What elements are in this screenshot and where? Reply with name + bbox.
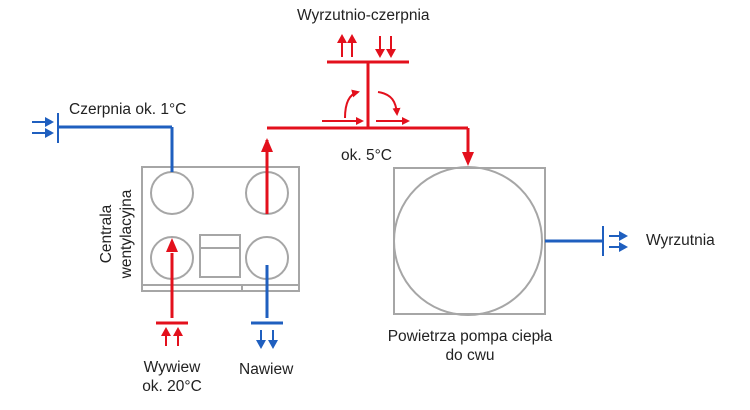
warm-duct	[261, 126, 474, 214]
label-centrala-line1: Centrala	[97, 204, 115, 264]
unit-exchanger	[199, 234, 241, 278]
roof-intake-arrows-icon	[375, 36, 396, 58]
supply-arrows-icon	[256, 330, 278, 349]
label-pompa-line1: Powietrza pompa ciepła	[387, 328, 553, 345]
label-wywiew-line2: ok. 20°C	[142, 378, 202, 396]
supply-duct	[251, 265, 283, 349]
unit-base	[141, 284, 300, 292]
label-ok5: ok. 5°C	[341, 147, 392, 164]
label-centrala-line2: wentylacyjna	[118, 189, 135, 279]
roof-exhaust-arrows-icon	[337, 34, 357, 57]
exhaust-duct	[545, 226, 628, 256]
label-czerpnia: Czerpnia ok. 1°C	[69, 101, 187, 118]
unit-port-top-left	[150, 171, 194, 215]
extract-arrows-icon	[161, 327, 183, 346]
heat-pump	[393, 166, 546, 316]
label-pompa: Powietrza pompa ciepła do cwu	[370, 327, 570, 366]
exhaust-arrows-icon	[609, 231, 628, 252]
ventilation-unit	[141, 166, 300, 292]
extract-duct	[156, 238, 188, 346]
label-nawiew: Nawiew	[239, 361, 294, 378]
cold-intake-duct	[32, 113, 174, 172]
heat-pump-fan	[393, 166, 543, 316]
curved-arrow-down-icon	[377, 91, 401, 116]
unit-body	[141, 166, 300, 286]
label-pompa-line2: do cwu	[445, 347, 495, 365]
label-wywiew-line1: Wywiew	[143, 359, 201, 376]
intake-arrows-icon	[32, 117, 54, 138]
label-wyrzutnio-czerpnia: Wyrzutnio-czerpnia	[297, 7, 430, 24]
curved-arrow-up-icon	[344, 89, 360, 119]
roof-terminal	[322, 34, 410, 128]
label-wywiew: Wywiew ok. 20°C	[122, 358, 222, 397]
label-centrala: Centrala wentylacyjna	[97, 149, 137, 319]
label-wyrzutnia: Wyrzutnia	[646, 232, 715, 249]
